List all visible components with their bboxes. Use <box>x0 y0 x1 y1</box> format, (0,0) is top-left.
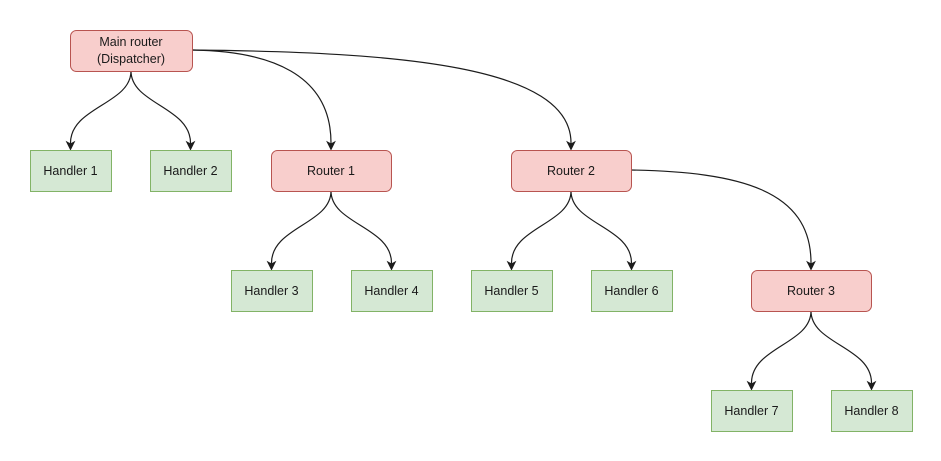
edge-line <box>810 310 873 384</box>
arrow-head-icon <box>266 260 277 271</box>
edge-line <box>69 70 132 144</box>
router-box[interactable] <box>70 30 193 72</box>
edge-router-1-to-handler-4 <box>330 190 397 271</box>
handler-box[interactable] <box>711 390 793 432</box>
edge-main-to-handler-1 <box>65 70 132 151</box>
node-router-3[interactable]: Router 3 <box>751 270 872 312</box>
node-handler-7[interactable]: Handler 7 <box>711 390 793 432</box>
edges-layer <box>65 49 877 391</box>
handler-box[interactable] <box>351 270 433 312</box>
node-handler-3[interactable]: Handler 3 <box>231 270 313 312</box>
edge-line <box>270 190 332 264</box>
edge-main-to-router-2 <box>191 49 576 151</box>
edge-line <box>191 49 332 144</box>
handler-box[interactable] <box>30 150 112 192</box>
router-box[interactable] <box>511 150 632 192</box>
edge-line <box>570 190 633 264</box>
node-router-2[interactable]: Router 2 <box>511 150 632 192</box>
edge-line <box>130 70 192 144</box>
handler-box[interactable] <box>591 270 673 312</box>
router-box[interactable] <box>751 270 872 312</box>
arrow-head-icon <box>386 260 397 271</box>
handler-box[interactable] <box>831 390 913 432</box>
edge-line <box>191 49 572 144</box>
edge-line <box>330 190 393 264</box>
node-handler-1[interactable]: Handler 1 <box>30 150 112 192</box>
edge-router-2-to-handler-5 <box>506 190 572 271</box>
edge-router-1-to-handler-3 <box>266 190 332 271</box>
edge-line <box>630 169 812 264</box>
edge-router-2-to-handler-6 <box>570 190 637 271</box>
arrow-head-icon <box>326 140 336 151</box>
edge-line <box>750 310 812 384</box>
arrow-head-icon <box>506 260 517 271</box>
handler-box[interactable] <box>231 270 313 312</box>
handler-box[interactable] <box>150 150 232 192</box>
arrow-head-icon <box>866 380 877 391</box>
edge-router-3-to-handler-8 <box>810 310 877 391</box>
arrow-head-icon <box>806 260 816 271</box>
edge-router-3-to-handler-7 <box>746 310 812 391</box>
node-handler-6[interactable]: Handler 6 <box>591 270 673 312</box>
edge-main-to-router-1 <box>191 49 336 151</box>
router-box[interactable] <box>271 150 392 192</box>
arrow-head-icon <box>566 140 576 151</box>
node-main-router[interactable]: Main router(Dispatcher) <box>70 30 193 72</box>
node-handler-2[interactable]: Handler 2 <box>150 150 232 192</box>
arrow-head-icon <box>185 140 196 151</box>
node-router-1[interactable]: Router 1 <box>271 150 392 192</box>
edge-main-to-handler-2 <box>130 70 196 151</box>
arrow-head-icon <box>746 380 757 391</box>
node-handler-8[interactable]: Handler 8 <box>831 390 913 432</box>
edge-line <box>510 190 572 264</box>
node-handler-5[interactable]: Handler 5 <box>471 270 553 312</box>
nodes-layer: Main router(Dispatcher) Handler 1 Handler … <box>30 30 913 432</box>
node-handler-4[interactable]: Handler 4 <box>351 270 433 312</box>
arrow-head-icon <box>626 260 637 271</box>
handler-box[interactable] <box>471 270 553 312</box>
arrow-head-icon <box>65 140 76 151</box>
edge-router-2-to-router-3 <box>630 169 816 271</box>
